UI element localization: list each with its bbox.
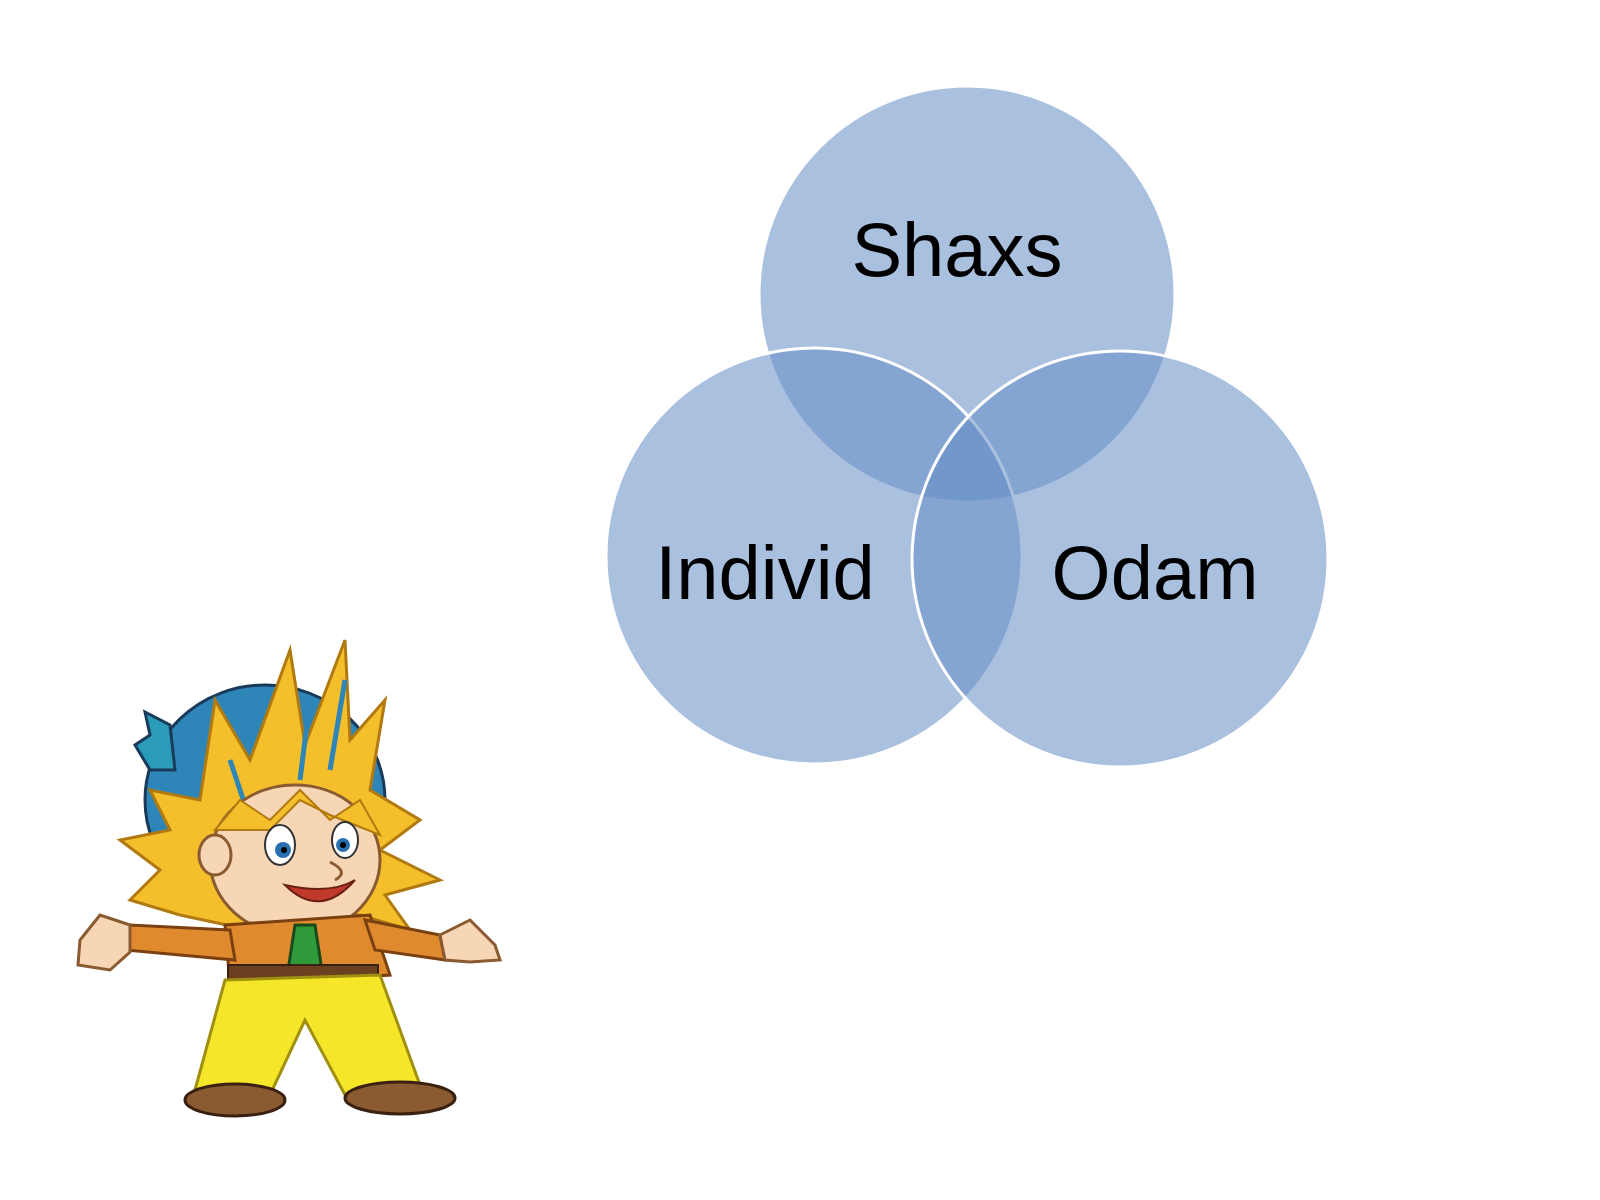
circle-shape [912,351,1328,767]
venn-circle: Odam [910,349,1330,769]
circle-label: Individ [655,535,875,611]
circle-label: Shaxs [851,212,1062,288]
circle-label: Odam [1052,535,1259,611]
